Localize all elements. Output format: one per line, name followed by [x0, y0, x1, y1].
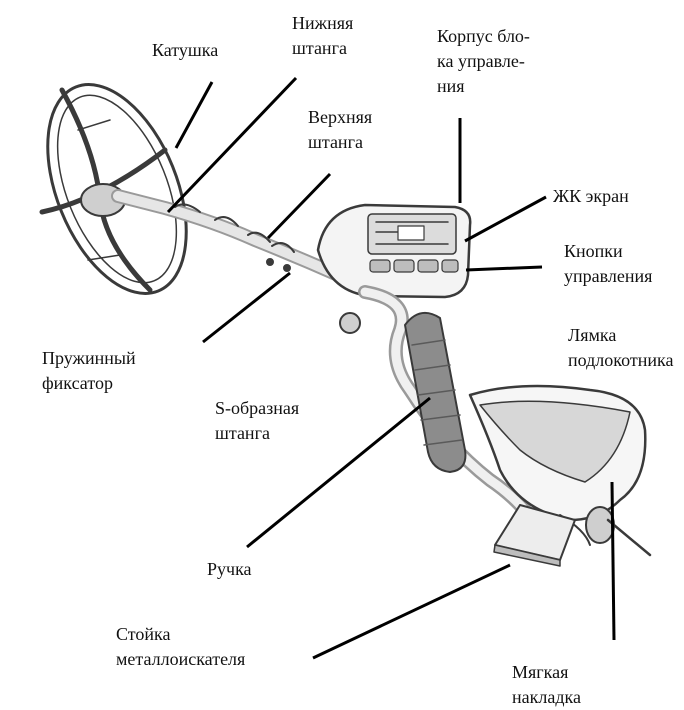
label-armrest-strap: Лямка подлокотника — [568, 323, 673, 373]
label-lower-shaft: Нижняя штанга — [292, 11, 353, 61]
stand-pointer — [313, 565, 510, 658]
label-pad: Мягкая накладка — [512, 660, 581, 710]
spring-lock-pointer — [203, 273, 290, 342]
search-coil — [20, 65, 214, 314]
label-stand: Стойка металлоискателя — [116, 622, 245, 672]
label-coil: Катушка — [152, 38, 218, 63]
buttons-pointer — [466, 267, 542, 270]
pad-pointer — [612, 482, 614, 640]
label-spring-lock: Пружинный фиксатор — [42, 346, 136, 396]
upper-shaft-pointer — [268, 174, 330, 238]
label-handle: Ручка — [207, 557, 252, 582]
shaft — [118, 196, 345, 278]
label-s-shaft: S-образная штанга — [215, 396, 299, 446]
lower-shaft-pointer — [168, 78, 296, 212]
label-buttons: Кнопки управления — [564, 239, 652, 289]
label-control-housing: Корпус бло- ка управле- ния — [437, 24, 530, 99]
lcd-pointer — [465, 197, 546, 241]
label-lcd: ЖК экран — [553, 184, 629, 209]
label-upper-shaft: Верхняя штанга — [308, 105, 372, 155]
coil-pointer — [176, 82, 212, 148]
